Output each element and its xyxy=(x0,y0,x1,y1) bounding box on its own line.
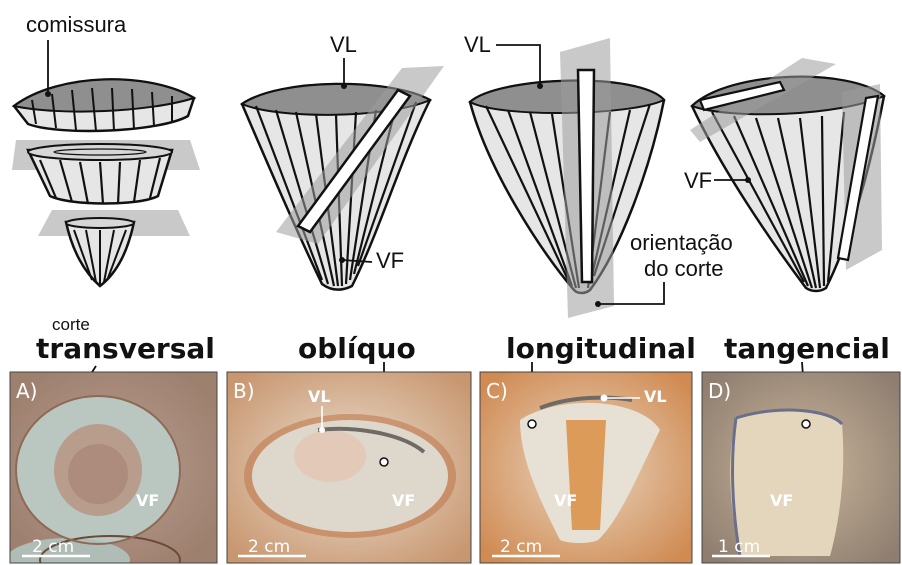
label-comissura: comissura xyxy=(26,12,127,37)
panel-b-scale: 2 cm xyxy=(248,537,290,557)
title-obliquo: oblíquo xyxy=(298,332,416,365)
label-vf-diagram2: VF xyxy=(376,248,404,273)
panel-c-scale: 2 cm xyxy=(500,537,542,557)
diagram-obliquo: VL VF xyxy=(242,32,444,290)
panel-d-scale: 1 cm xyxy=(718,537,760,557)
title-transversal: transversal xyxy=(36,332,215,365)
title-longitudinal: longitudinal xyxy=(506,332,696,365)
title-tangencial: tangencial xyxy=(724,332,890,365)
label-vf-diagram4: VF xyxy=(684,168,712,193)
label-do-corte: do corte xyxy=(644,256,724,281)
diagram-transversal: comissura xyxy=(12,12,200,286)
panel-b-vl: VL xyxy=(308,387,331,406)
label-orientacao: orientação xyxy=(630,230,733,255)
photo-panel-b xyxy=(227,372,471,563)
panel-b-vf: VF xyxy=(392,491,415,510)
panel-a-letter: A) xyxy=(16,379,37,403)
panel-b-letter: B) xyxy=(233,379,255,403)
panel-c-vf: VF xyxy=(554,491,577,510)
panel-c-vl: VL xyxy=(644,387,667,406)
label-vl-diagram2: VL xyxy=(330,32,357,57)
panel-a-vf: VF xyxy=(136,491,159,510)
panel-d-vf: VF xyxy=(770,491,793,510)
panel-c-letter: C) xyxy=(486,379,508,403)
photo-panel-d xyxy=(702,372,900,563)
panel-a-scale: 2 cm xyxy=(32,537,74,557)
label-vl-diagram3: VL xyxy=(464,32,491,57)
panel-d-letter: D) xyxy=(708,379,731,403)
